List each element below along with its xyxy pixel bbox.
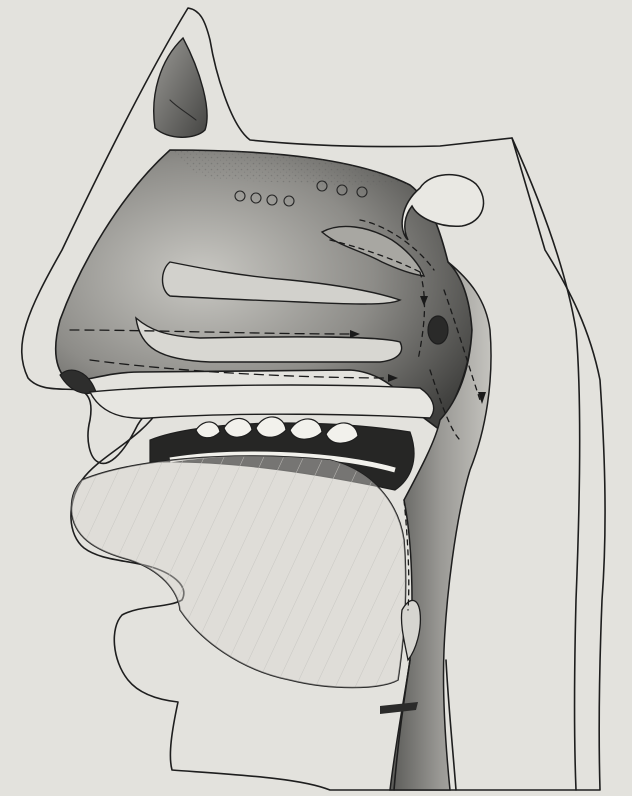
hard-palate <box>90 385 434 418</box>
posterior-pharyngeal-wall <box>512 138 580 790</box>
eustachian-tube-opening <box>428 316 448 344</box>
